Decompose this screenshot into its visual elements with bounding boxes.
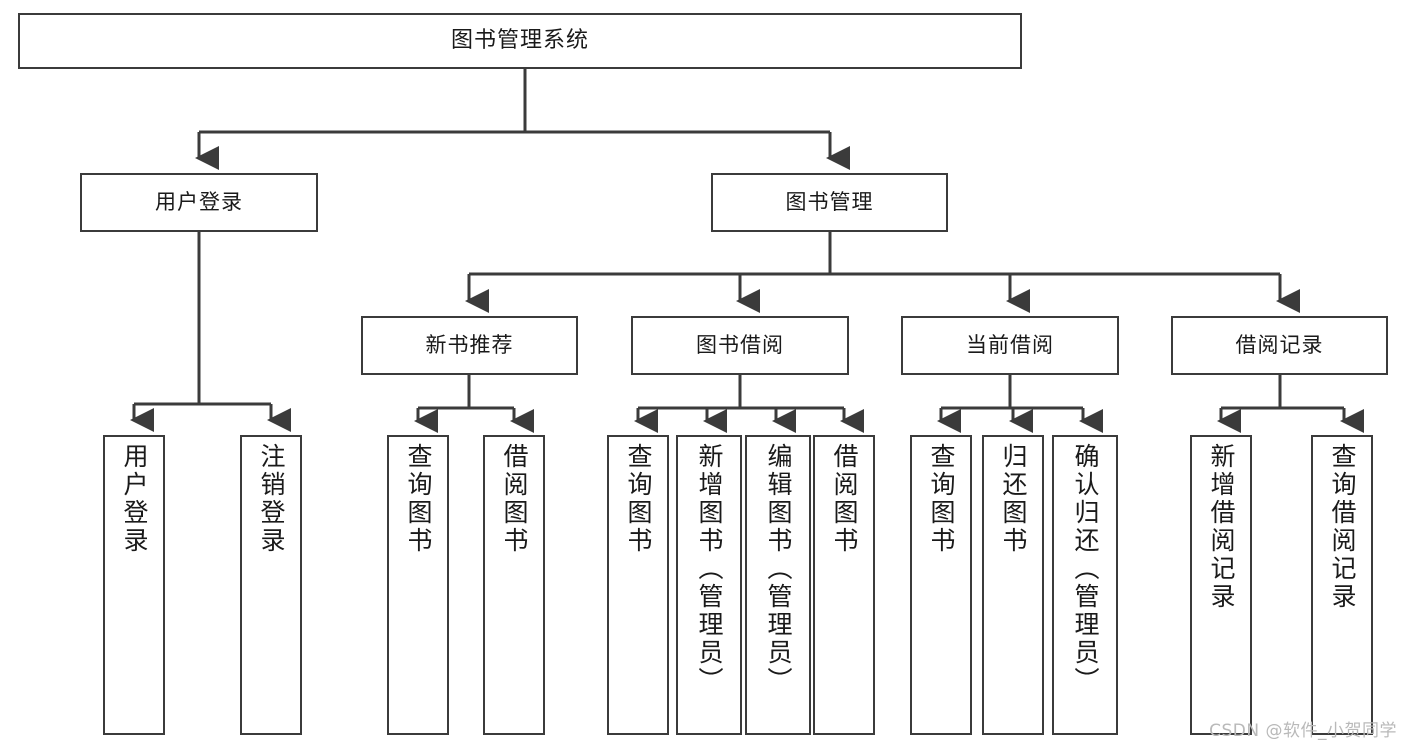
leaf-records-search-record[interactable]: 查询借阅记录 <box>1311 435 1373 735</box>
leaf-label: 借阅图书 <box>500 443 529 555</box>
leaf-label: 新增图书（管理员） <box>695 443 724 695</box>
leaf-borrow-borrow-book[interactable]: 借阅图书 <box>813 435 875 735</box>
node-new-book-recommendation[interactable]: 新书推荐 <box>361 316 578 375</box>
leaf-records-add-record[interactable]: 新增借阅记录 <box>1190 435 1252 735</box>
leaf-label: 用户登录 <box>120 443 149 555</box>
leaf-label: 归还图书 <box>999 443 1028 555</box>
leaf-newbooks-borrow-book[interactable]: 借阅图书 <box>483 435 545 735</box>
leaf-label: 编辑图书（管理员） <box>764 443 793 695</box>
node-borrow-records[interactable]: 借阅记录 <box>1171 316 1388 375</box>
leaf-label: 借阅图书 <box>830 443 859 555</box>
watermark: CSDN @软件_小贺同学 <box>1209 721 1397 741</box>
leaf-login-user-login[interactable]: 用户登录 <box>103 435 165 735</box>
leaf-current-search-book[interactable]: 查询图书 <box>910 435 972 735</box>
leaf-label: 查询图书 <box>927 443 956 555</box>
node-book-management[interactable]: 图书管理 <box>711 173 948 232</box>
leaf-borrow-add-book-admin[interactable]: 新增图书（管理员） <box>676 435 742 735</box>
node-current-borrow[interactable]: 当前借阅 <box>901 316 1119 375</box>
leaf-current-confirm-return-admin[interactable]: 确认归还（管理员） <box>1052 435 1118 735</box>
node-user-login[interactable]: 用户登录 <box>80 173 318 232</box>
leaf-label: 确认归还（管理员） <box>1071 443 1100 695</box>
node-book-borrow[interactable]: 图书借阅 <box>631 316 849 375</box>
leaf-label: 查询借阅记录 <box>1328 443 1357 611</box>
leaf-borrow-search-book[interactable]: 查询图书 <box>607 435 669 735</box>
leaf-label: 查询图书 <box>624 443 653 555</box>
node-book-management-label: 图书管理 <box>785 190 874 214</box>
leaf-label: 新增借阅记录 <box>1207 443 1236 611</box>
leaf-label: 查询图书 <box>404 443 433 555</box>
node-user-login-label: 用户登录 <box>155 190 243 214</box>
leaf-newbooks-search-book[interactable]: 查询图书 <box>387 435 449 735</box>
leaf-login-logout[interactable]: 注销登录 <box>240 435 302 735</box>
node-root[interactable]: 图书管理系统 <box>18 13 1022 69</box>
node-root-label: 图书管理系统 <box>450 28 589 53</box>
leaf-current-return-book[interactable]: 归还图书 <box>982 435 1044 735</box>
node-borrow-records-label: 借阅记录 <box>1235 333 1324 357</box>
node-current-borrow-label: 当前借阅 <box>966 333 1054 357</box>
node-new-book-recommendation-label: 新书推荐 <box>425 333 514 357</box>
node-book-borrow-label: 图书借阅 <box>696 333 784 357</box>
leaf-label: 注销登录 <box>257 443 286 555</box>
leaf-borrow-edit-book-admin[interactable]: 编辑图书（管理员） <box>745 435 811 735</box>
